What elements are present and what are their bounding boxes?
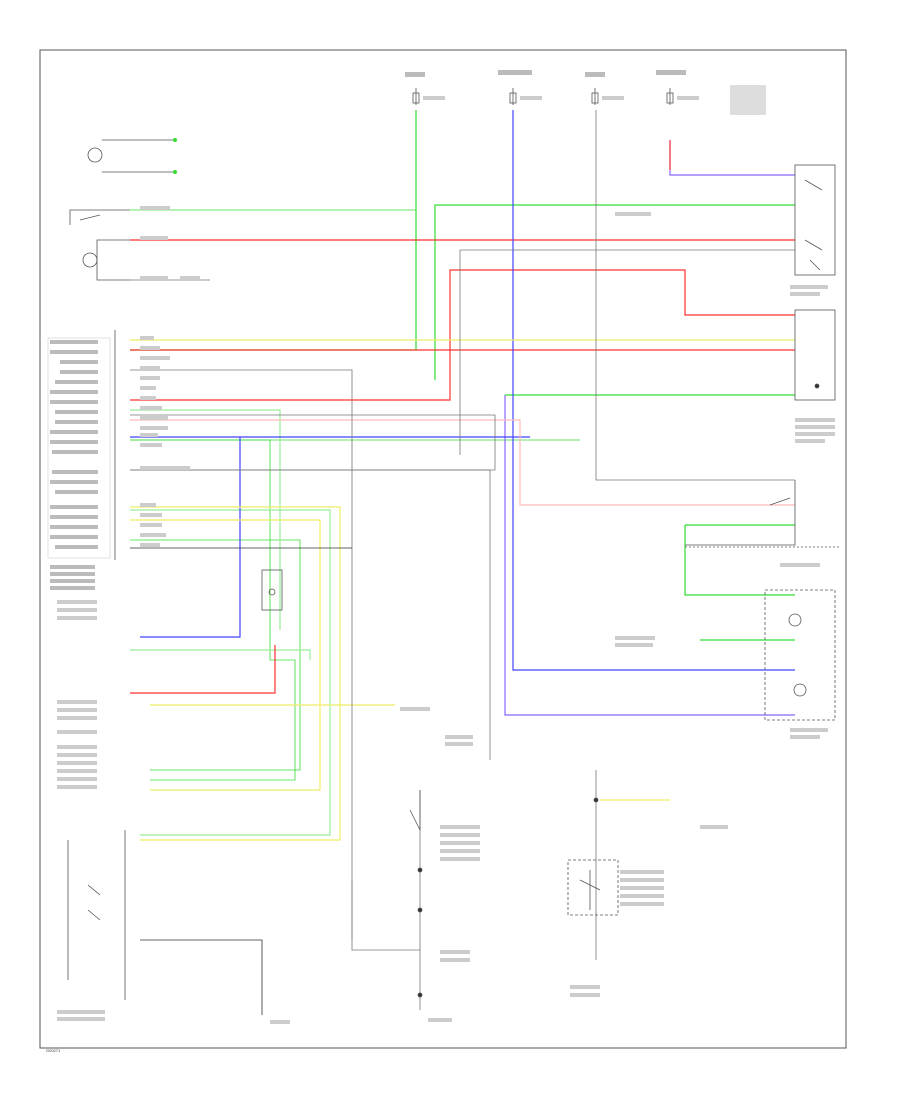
relay-lower	[567, 797, 619, 916]
brake-switch-component	[69, 209, 130, 281]
diagram-border	[39, 49, 847, 1049]
wires	[130, 110, 795, 1015]
clutch-switch-lower	[409, 790, 423, 998]
lower-labels	[57, 600, 728, 1024]
pressure-switch	[261, 569, 283, 611]
cruise-control-module	[47, 330, 116, 560]
footer-code: G00271	[46, 1048, 61, 1053]
wire-color-labels	[140, 206, 200, 547]
cancel-switch	[685, 480, 840, 548]
horn-ground-component	[87, 138, 177, 174]
brake-switch-right	[794, 164, 836, 276]
indicator-lamp-cluster	[764, 589, 836, 721]
module-pin-labels	[50, 340, 98, 590]
fuse-feed-labels	[405, 70, 766, 115]
right-labels	[615, 212, 835, 739]
cruise-main-switch	[67, 830, 126, 1000]
fuse-feeds	[412, 88, 674, 105]
clutch-connector-right	[794, 309, 836, 401]
